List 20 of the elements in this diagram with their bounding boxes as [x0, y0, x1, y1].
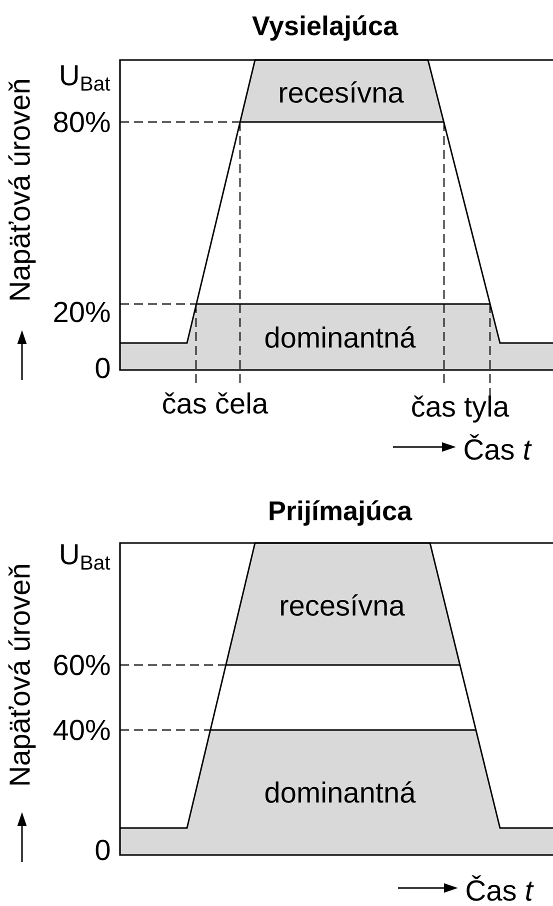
tick-label: 0: [96, 840, 110, 860]
chart-title: Prijímajúca: [270, 500, 412, 526]
tick-label: U$_{Bat}$: [61, 544, 110, 570]
region-label: recesívna: [280, 81, 404, 103]
axis-label: Čas t: [466, 875, 534, 901]
tick-label: 20%: [54, 302, 110, 322]
chart-title: Vysielajúca: [252, 15, 398, 41]
time-label: čas tyla: [412, 395, 510, 423]
tick-label: 40%: [53, 720, 110, 740]
axis-label: Čas t: [464, 434, 532, 460]
time-label: čas čela: [163, 392, 268, 414]
region-label: recesívna: [281, 594, 405, 616]
region-label: dominantná: [265, 781, 416, 803]
tick-label: 80%: [54, 112, 110, 132]
tick-label: 60%: [54, 654, 110, 676]
region-label: dominantná: [265, 326, 416, 348]
tick-label: 0: [96, 358, 110, 378]
axis-label: Napäťová úroveň: [8, 80, 36, 300]
axis-label: Napäťová úroveň: [8, 565, 36, 784]
tick-label: U$_{Bat}$: [61, 65, 110, 91]
